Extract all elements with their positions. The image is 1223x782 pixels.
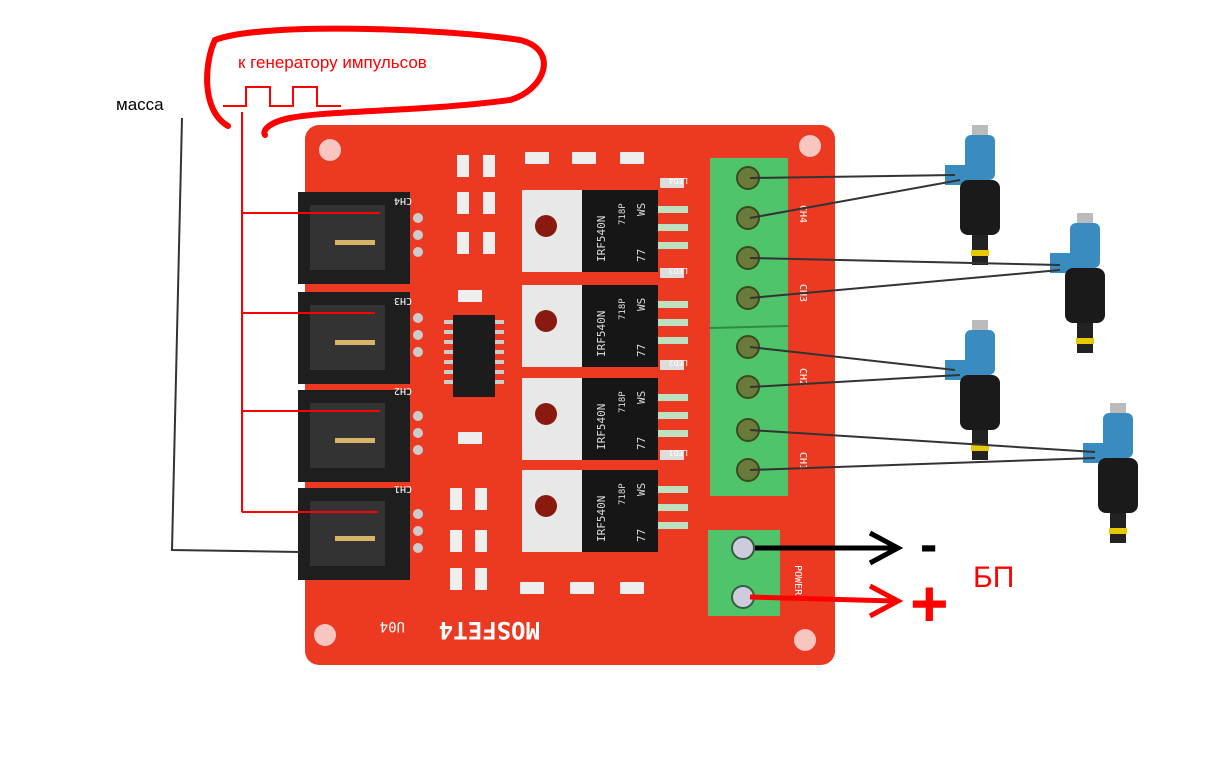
ground-wire bbox=[170, 117, 301, 553]
label-in-ch2: CH2 bbox=[394, 385, 412, 396]
label-led1: LED1 bbox=[669, 448, 688, 457]
mosfet-1-mark: 718P bbox=[618, 203, 628, 225]
injectors bbox=[945, 125, 1138, 543]
input-connectors bbox=[298, 192, 423, 580]
plus-arrow bbox=[749, 583, 904, 619]
injector-2 bbox=[1050, 213, 1105, 353]
mosfet-4-mark: 718P bbox=[618, 483, 628, 505]
board-name: MOSFET4 bbox=[439, 616, 540, 644]
label-out-ch1: CH1 bbox=[797, 452, 808, 470]
mosfet-4-ws: WS bbox=[635, 483, 648, 496]
mosfet-3 bbox=[522, 378, 688, 460]
mosfet-4 bbox=[522, 470, 688, 552]
input-connector-ch3 bbox=[298, 292, 423, 384]
label-in-ch3: CH3 bbox=[394, 295, 412, 306]
board-code: U04 bbox=[380, 618, 405, 634]
speech-bubble-outline bbox=[204, 25, 547, 138]
minus-sign: - bbox=[920, 516, 937, 574]
injector-3 bbox=[945, 320, 1000, 460]
mosfet-1 bbox=[522, 190, 688, 272]
input-connector-ch2 bbox=[298, 390, 423, 482]
label-out-ch4: CH4 bbox=[797, 205, 808, 223]
output-terminal-block bbox=[709, 158, 789, 496]
mosfet-2-77: 77 bbox=[635, 344, 648, 357]
mosfet-4-part: IRF540N bbox=[595, 496, 608, 542]
pulse-generator-label: к генератору импульсов bbox=[238, 53, 427, 72]
mosfet-1-77: 77 bbox=[635, 249, 648, 262]
power-supply-label: БП bbox=[973, 561, 1014, 594]
mosfet-2-mark: 718P bbox=[618, 298, 628, 320]
input-connector-ch1 bbox=[298, 488, 423, 580]
smd-components bbox=[450, 152, 684, 594]
mosfet-3-part: IRF540N bbox=[595, 404, 608, 450]
injector-4 bbox=[1083, 403, 1138, 543]
minus-arrow bbox=[755, 530, 904, 566]
label-in-ch1: CH1 bbox=[394, 483, 412, 494]
label-power: POWER bbox=[792, 565, 803, 596]
label-led2: LED2 bbox=[669, 358, 688, 367]
mosfets bbox=[522, 190, 688, 552]
mosfet-4-77: 77 bbox=[635, 529, 648, 542]
mosfet-3-ws: WS bbox=[635, 391, 648, 404]
mosfet-2-part: IRF540N bbox=[595, 311, 608, 357]
mosfet-2 bbox=[522, 285, 688, 367]
label-led4: LED4 bbox=[669, 176, 688, 185]
mosfet-3-mark: 718P bbox=[618, 391, 628, 413]
mosfet-1-part: IRF540N bbox=[595, 216, 608, 262]
mosfet-2-ws: WS bbox=[635, 298, 648, 311]
pulse-waveform-icon bbox=[223, 86, 341, 107]
input-connector-ch4 bbox=[298, 192, 423, 284]
mosfet-1-ws: WS bbox=[635, 203, 648, 216]
injector-wires bbox=[749, 174, 1096, 471]
power-terminal bbox=[708, 530, 780, 616]
label-out-ch2: CH2 bbox=[797, 368, 808, 386]
injector-1 bbox=[945, 125, 1000, 265]
signal-wires bbox=[241, 112, 380, 513]
mosfet-3-77: 77 bbox=[635, 437, 648, 450]
label-in-ch4: CH4 bbox=[394, 195, 412, 206]
ground-label: масса bbox=[116, 95, 164, 114]
driver-ic bbox=[444, 315, 504, 397]
plus-sign: + bbox=[910, 566, 949, 640]
label-led3: LED3 bbox=[669, 266, 688, 275]
